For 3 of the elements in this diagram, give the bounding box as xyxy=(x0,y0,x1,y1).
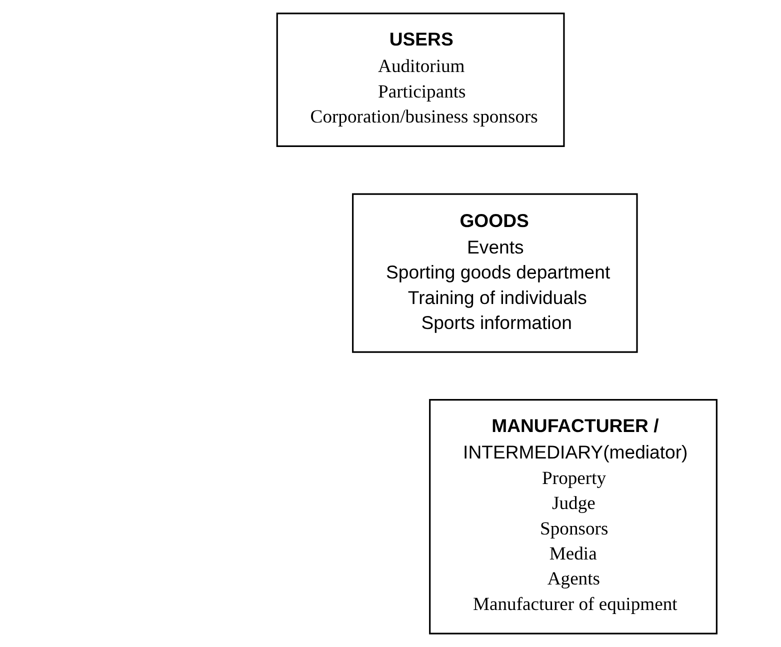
node-box: USERS Auditorium Participants Corporation/business sponsors xyxy=(276,12,564,148)
node-box: GOODS Events Sporting goods department Training of individuals Sports information xyxy=(352,193,638,353)
node-box: MANUFACTURER / INTERMEDIARY(mediator) Property Judge Sponsors Media Agents Manufacturer of equipment xyxy=(428,399,717,634)
